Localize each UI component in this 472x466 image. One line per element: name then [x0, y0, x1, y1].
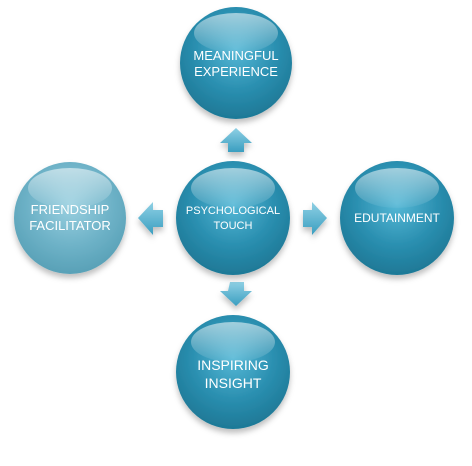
node-center: PSYCHOLOGICAL TOUCH: [176, 161, 290, 275]
node-center-label-line1: PSYCHOLOGICAL: [186, 205, 280, 217]
arrow-left: [138, 202, 163, 235]
node-center-label-line2: TOUCH: [214, 220, 253, 232]
node-left-label-line1: FRIENDSHIP: [31, 202, 110, 217]
node-top: MEANINGFUL EXPERIENCE: [180, 7, 292, 119]
node-bottom-label-line1: INSPIRING: [197, 357, 269, 373]
node-top-label-line2: EXPERIENCE: [194, 64, 278, 79]
arrow-down: [220, 282, 252, 306]
node-right-label-line1: EDUTAINMENT: [354, 211, 440, 225]
node-top-label-line1: MEANINGFUL: [193, 48, 278, 63]
node-left: FRIENDSHIP FACILITATOR: [14, 162, 126, 274]
node-left-label-line2: FACILITATOR: [29, 218, 111, 233]
node-bottom: INSPIRING INSIGHT: [176, 315, 290, 429]
node-bottom-label-line2: INSIGHT: [205, 375, 262, 391]
arrow-up: [220, 128, 252, 152]
node-right: EDUTAINMENT: [340, 161, 454, 275]
arrow-right: [303, 202, 327, 235]
